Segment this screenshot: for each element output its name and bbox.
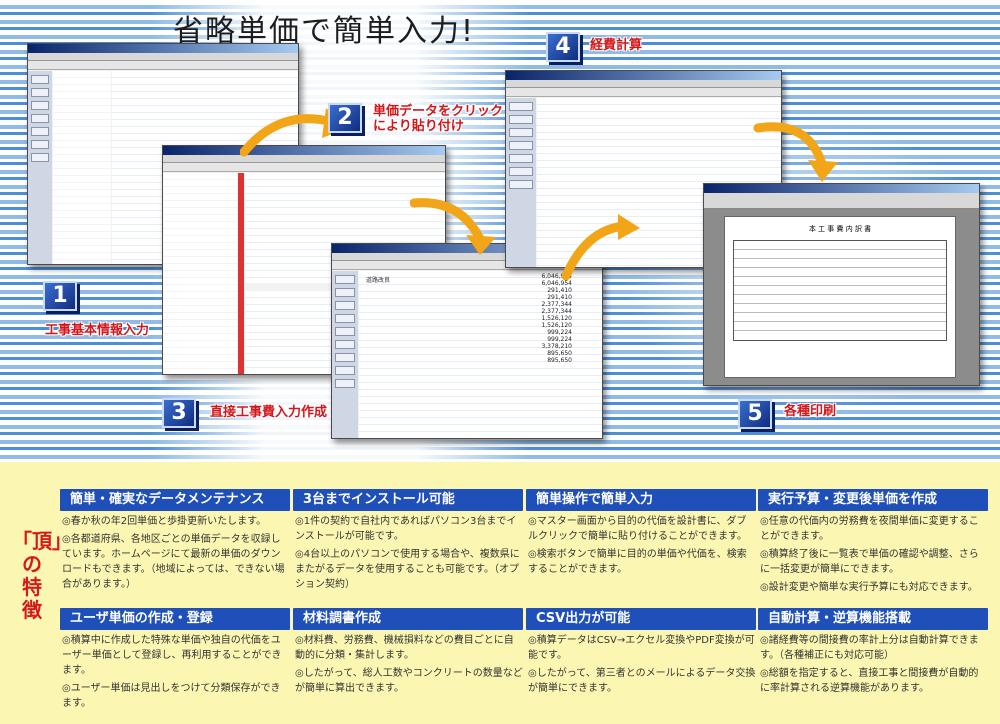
feature-item: ◎積算中に作成した特殊な単価や独自の代価をユーザー単価として登録し、再利用するこ…: [62, 635, 282, 676]
arrow-4-to-5-icon: [753, 122, 838, 182]
feature-auto-calc: 自動計算・逆算機能搭載 ◎諸経費等の間接費の率計上分は自動計算できます。（各種補…: [758, 608, 988, 696]
preview-title: 本 工 事 費 内 訳 書: [808, 225, 872, 233]
feature-title: CSV出力が可能: [526, 608, 756, 630]
screen-print-preview: 本 工 事 費 内 訳 書: [703, 183, 980, 386]
feature-item: ◎4台以上のパソコンで使用する場合や、複数県にまたがるデータを使用することも可能…: [295, 549, 520, 590]
step-3-badge: 3: [162, 398, 196, 428]
arrow-2-to-3-icon: [410, 198, 496, 255]
feature-install-limit: 3台までインストール可能 ◎1件の契約で自社内であればパソコン3台までインストー…: [293, 489, 523, 592]
feature-data-maintenance: 簡単・確実なデータメンテナンス ◎春か秋の年2回単価と歩掛更新いたします。 ◎各…: [60, 489, 290, 592]
feature-material-report: 材料調書作成 ◎材料費、労務費、機械損料などの費目ごとに自動的に分類・集計します…: [293, 608, 523, 696]
step-2-badge: 2: [328, 103, 362, 133]
arrow-3-to-4-icon: [561, 214, 640, 281]
feature-title: 3台までインストール可能: [293, 489, 523, 511]
feature-title: ユーザ単価の作成・登録: [60, 608, 290, 630]
step-4-caption: 経費計算: [590, 38, 643, 53]
feature-csv-output: CSV出力が可能 ◎積算データはCSV→エクセル変換やPDF変換が可能です。 ◎…: [526, 608, 756, 696]
feature-item: ◎諸経費等の間接費の率計上分は自動計算できます。（各種補正にも対応可能）: [760, 635, 979, 661]
feature-item: ◎積算データはCSV→エクセル変換やPDF変換が可能です。: [528, 635, 755, 661]
feature-item: ◎検索ボタンで簡単に目的の単価や代価を、検索することができます。: [528, 549, 747, 575]
step-2-caption: 単価データをクリック により貼り付け: [373, 104, 504, 134]
feature-item: ◎したがって、総人工数やコンクリートの数量などが簡単に算出できます。: [295, 668, 523, 694]
feature-title: 簡単操作で簡単入力: [526, 489, 756, 511]
feature-item: ◎設計変更や簡単な実行予算にも対応できます。: [760, 582, 978, 593]
feature-item: ◎材料費、労務費、機械損料などの費目ごとに自動的に分類・集計します。: [295, 635, 514, 661]
feature-budget-prices: 実行予算・変更後単価を作成 ◎任意の代価内の労務費を夜間単価に変更することができ…: [758, 489, 988, 595]
feature-title: 自動計算・逆算機能搭載: [758, 608, 988, 630]
step-1-badge: 1: [43, 281, 77, 311]
feature-item: ◎任意の代価内の労務費を夜間単価に変更することができます。: [760, 516, 979, 542]
feature-item: ◎総額を指定すると、直接工事と間接費が自動的に率計算される逆算機能があります。: [760, 668, 979, 694]
tree-root-label: 道路改良: [366, 277, 391, 284]
step-5-caption: 各種印刷: [784, 404, 837, 419]
step-5-badge: 5: [738, 399, 772, 429]
step-1-caption: 工事基本情報入力: [45, 323, 150, 338]
feature-item: ◎マスター画面から目的の代価を設計書に、ダブルクリックで簡単に貼り付けることがで…: [528, 516, 747, 542]
features-panel: 「頂」 の 特 徴 簡単・確実なデータメンテナンス ◎春か秋の年2回単価と歩掛更…: [0, 462, 1000, 724]
step-4-badge: 4: [546, 32, 580, 62]
preview-page: 本 工 事 費 内 訳 書: [724, 216, 956, 378]
screen-flow-panel: 省略単価で簡単入力! 道路改良 6: [0, 0, 1000, 462]
features-side-title: 「頂」 の 特 徴: [12, 529, 72, 622]
feature-item: ◎積算終了後に一覧表で単価の確認や調整、さらに一括変更が簡単にできます。: [760, 549, 979, 575]
feature-item: ◎1件の契約で自社内であればパソコン3台までインストールが可能です。: [295, 516, 517, 542]
feature-user-prices: ユーザ単価の作成・登録 ◎積算中に作成した特殊な単価や独自の代価をユーザー単価と…: [60, 608, 290, 711]
feature-easy-input: 簡単操作で簡単入力 ◎マスター画面から目的の代価を設計書に、ダブルクリックで簡単…: [526, 489, 756, 577]
feature-title: 材料調書作成: [293, 608, 523, 630]
feature-title: 簡単・確実なデータメンテナンス: [60, 489, 290, 511]
feature-item: ◎各都道府県、各地区ごとの単価データを収録しています。ホームページにて最新の単価…: [62, 534, 285, 590]
feature-item: ◎したがって、第三者とのメールによるデータ交換が簡単にできます。: [528, 668, 756, 694]
step-3-caption: 直接工事費入力作成: [210, 405, 328, 420]
feature-item: ◎春か秋の年2回単価と歩掛更新いたします。: [62, 516, 267, 527]
feature-title: 実行予算・変更後単価を作成: [758, 489, 988, 511]
feature-item: ◎ユーザー単価は見出しをつけて分類保存ができます。: [62, 683, 281, 709]
